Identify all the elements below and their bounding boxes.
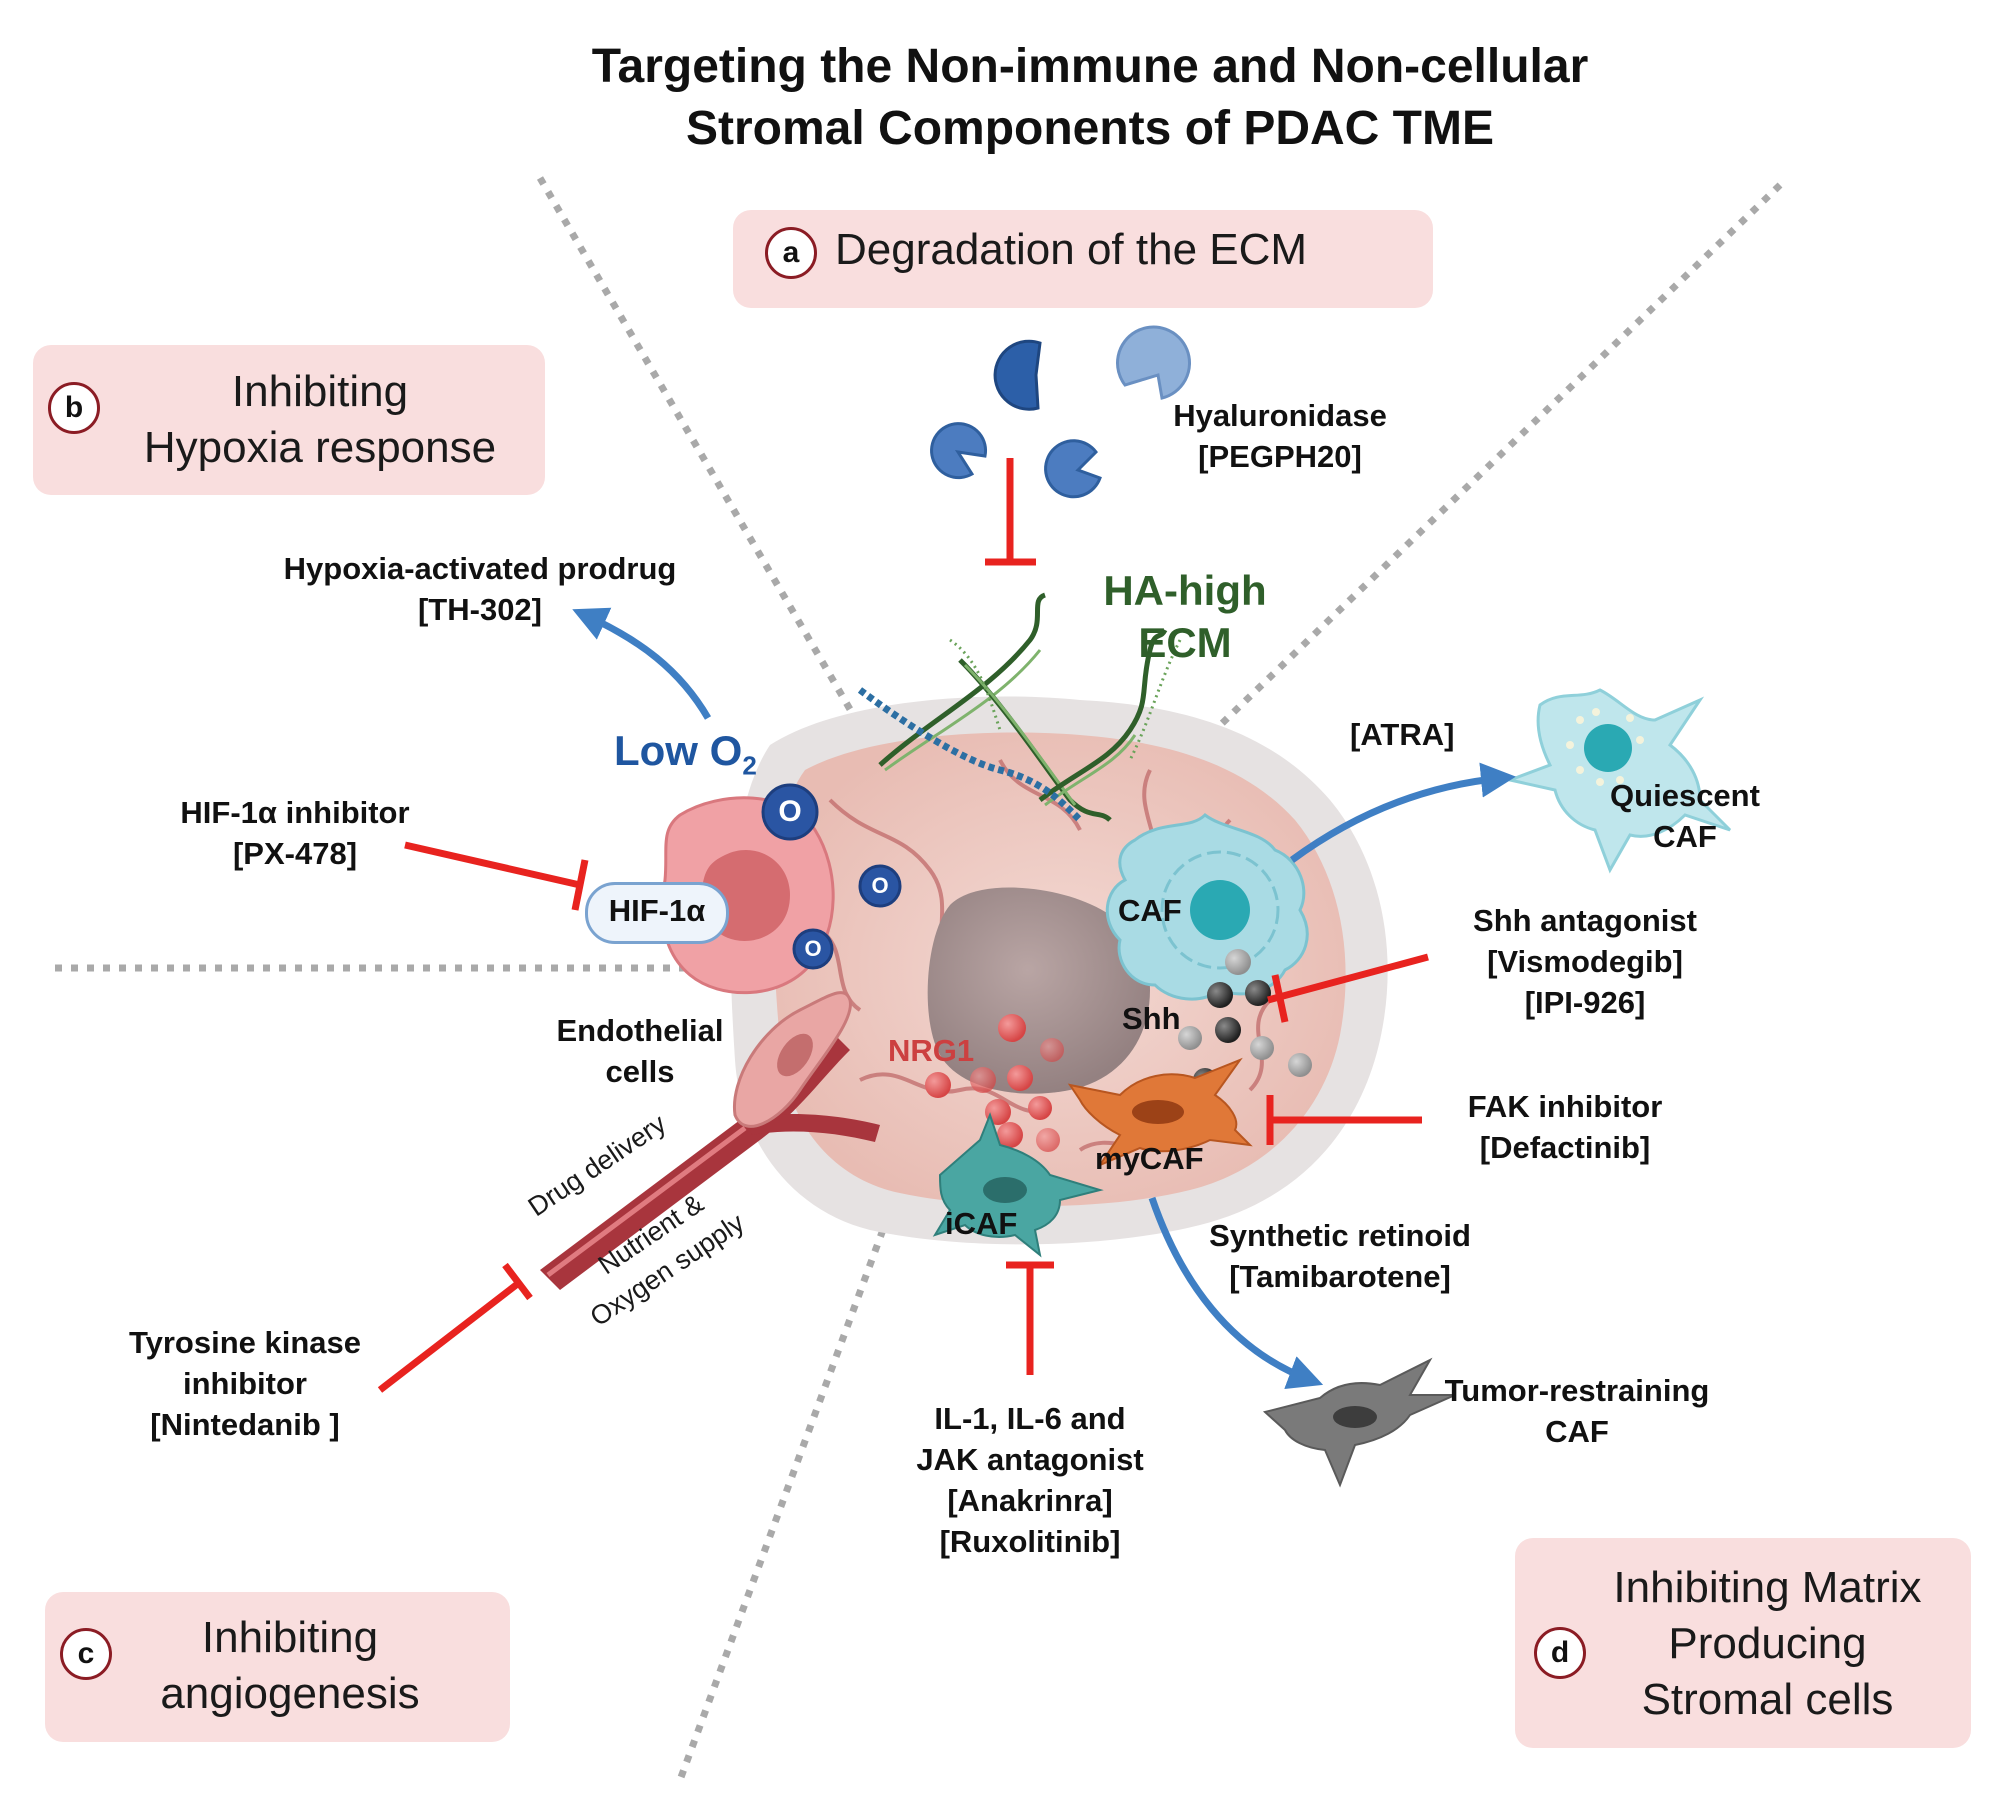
section-d-line-2: Producing [1668,1619,1867,1668]
inhibit-bar-icon [377,458,1429,1393]
mycaf-cell-icon [1067,1057,1253,1168]
section-c-title: Inhibiting angiogenesis [120,1610,460,1722]
oxygen-molecule-icon [761,783,902,970]
section-a-badge: a [765,227,817,279]
section-c-badge: c [60,1628,112,1680]
hyaluronidase-name: Hyaluronidase [1173,398,1387,433]
tumor-restraining-line-2: CAF [1545,1414,1609,1449]
section-b-title: Inhibiting Hypoxia response [105,364,535,476]
retinoid-line-2: [Tamibarotene] [1229,1259,1451,1294]
section-d-badge: d [1534,1627,1586,1679]
tki-line-2: inhibitor [183,1366,307,1401]
section-c-box [45,1592,510,1742]
caf-cell-icon [1105,813,1309,1001]
endothelial-line-2: cells [605,1054,675,1089]
endothelial-label: Endothelial cells [540,1010,740,1092]
ecm-line: ECM [1138,619,1232,666]
il-jak-line-2: JAK antagonist [916,1442,1144,1477]
hif-inhibitor-drug: [PX-478] [232,836,358,871]
low-o2-label: Low O2 [614,730,757,786]
section-b-line-1: Inhibiting [231,367,409,416]
shh-label: Shh [1122,1001,1181,1036]
tki-line-1: Tyrosine kinase [128,1325,362,1360]
shh-antagonist-line-1: Shh antagonist [1473,903,1697,938]
mycaf-label: myCAF [1095,1141,1204,1176]
tumor-core [927,887,1150,1094]
hyaluronidase-drug: [PEGPH20] [1198,439,1362,474]
endothelial-cell-icon [732,991,852,1128]
section-b-box [33,345,545,495]
divider-top-left [536,176,869,737]
il-jak-line-3: [Anakrinra] [947,1483,1113,1518]
section-c-line-2: angiogenesis [160,1669,420,1718]
title-line-1: Targeting the Non-immune and Non-cellula… [591,40,1589,93]
section-a-title: Degradation of the ECM [835,225,1308,274]
fak-inhibitor-label: FAK inhibitor [Defactinib] [1440,1086,1690,1168]
title-line-2: Stromal Components of PDAC TME [685,102,1494,155]
prodrug-drug: [TH-302] [417,592,542,627]
quiescent-caf-icon [1504,688,1732,874]
il-jak-line-4: [Ruxolitinib] [939,1524,1121,1559]
quiescent-caf-label: Quiescent CAF [1600,775,1770,857]
arrow-icon [572,607,1516,1389]
oxygen-o-small: O [804,936,822,961]
section-d-title: Inhibiting Matrix Producing Stromal cell… [1570,1560,1965,1728]
quiescent-line-2: CAF [1653,819,1717,854]
tumor-restraining-caf-icon [1262,1357,1456,1488]
fak-line-1: FAK inhibitor [1467,1089,1663,1124]
ha-high-ecm-label: HA-high ECM [1085,565,1285,669]
shh-antagonist-line-2: [Vismodegib] [1487,944,1683,979]
icaf-label: iCAF [945,1206,1018,1241]
tki-line-3: [Nintedanib ] [150,1407,340,1442]
section-b-badge: b [48,382,100,434]
low-o2-subscript: 2 [742,750,757,781]
tumor-restraining-line-1: Tumor-restraining [1444,1373,1710,1408]
retinoid-line-1: Synthetic retinoid [1209,1218,1471,1253]
section-d-line-3: Stromal cells [1641,1675,1894,1724]
section-b-line-2: Hypoxia response [143,423,497,472]
divider-bottom-left [676,1168,909,1782]
hif-1a-pill: HIF-1α [585,882,729,944]
divider-top-right [1207,182,1783,738]
hyaluronidase-label: Hyaluronidase [PEGPH20] [1140,395,1420,477]
tki-label: Tyrosine kinase inhibitor [Nintedanib ] [95,1322,395,1445]
endothelial-line-1: Endothelial [556,1013,724,1048]
hif-inhibitor-label: HIF-1α inhibitor [PX-478] [145,792,445,874]
ha-high-line: HA-high [1103,567,1267,614]
fak-line-2: [Defactinib] [1479,1130,1651,1165]
low-o2-text: Low O [614,727,743,774]
oxygen-o-large: O [778,795,802,828]
tumor-restraining-caf-label: Tumor-restraining CAF [1422,1370,1732,1452]
shh-antagonist-line-3: [IPI-926] [1524,985,1646,1020]
pacman-enzyme-icon [930,325,1191,499]
il-jak-line-1: IL-1, IL-6 and [934,1401,1126,1436]
hif-inhibitor-name: HIF-1α inhibitor [180,795,410,830]
prodrug-name: Hypoxia-activated prodrug [283,551,677,586]
shh-antagonist-label: Shh antagonist [Vismodegib] [IPI-926] [1435,900,1735,1023]
atra-label: [ATRA] [1350,717,1455,752]
nrg1-label: NRG1 [888,1033,975,1068]
prodrug-label: Hypoxia-activated prodrug [TH-302] [230,548,730,630]
caf-label: CAF [1118,893,1182,928]
section-d-box [1515,1538,1971,1748]
hypoxic-cell-icon [661,796,835,995]
icaf-cell-icon [932,1112,1104,1258]
il-jak-antagonist-label: IL-1, IL-6 and JAK antagonist [Anakrinra… [880,1398,1180,1562]
page-title: Targeting the Non-immune and Non-cellula… [400,36,1780,160]
oxygen-o-medium: O [871,873,889,898]
quiescent-line-1: Quiescent [1610,778,1760,813]
synthetic-retinoid-label: Synthetic retinoid [Tamibarotene] [1175,1215,1505,1297]
ecm-fiber-icon [857,592,1182,823]
section-dividers [55,176,1783,1782]
section-c-line-1: Inhibiting [201,1613,379,1662]
section-a-box [733,210,1433,308]
section-d-line-1: Inhibiting Matrix [1613,1563,1922,1612]
